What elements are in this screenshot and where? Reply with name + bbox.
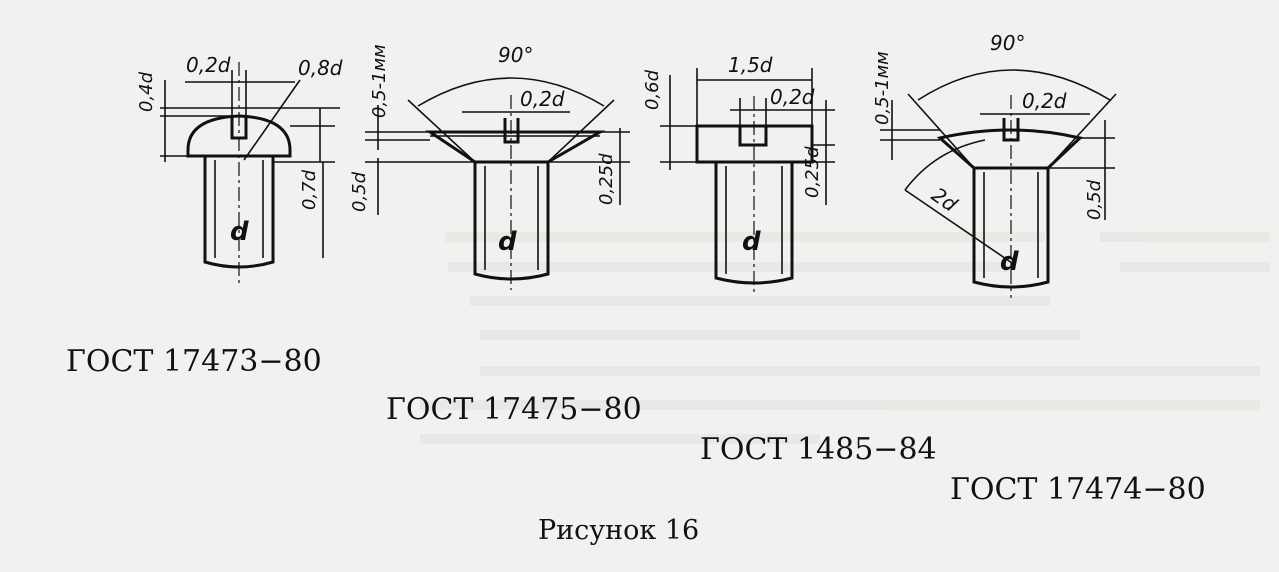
rivet3-dim-slot-depth: 0,25d: [802, 146, 823, 198]
rivet3-dim-slot-width: 0,2d: [770, 85, 815, 109]
bleed-through-texture: [420, 232, 1270, 444]
rivet4-dim-radius: 2d: [927, 182, 962, 216]
rivet2-dim-slot-width: 0,2d: [520, 87, 565, 111]
rivet2-dim-head-depth: 0,5d: [349, 171, 370, 212]
rivet3-dim-head-width: 1,5d: [728, 53, 773, 77]
rivet4-dim-head-gap: 0,5-1мм: [872, 51, 893, 125]
standard-caption-2: ГОСТ 17475−80: [386, 392, 642, 427]
rivet4-dim-angle: 90°: [990, 31, 1025, 55]
standard-caption-3: ГОСТ 1485−84: [700, 432, 937, 467]
rivet2-dim-slot-depth: 0,25d: [596, 153, 617, 205]
rivet-flat-head: 0,6d 1,5d 0,2d 0,25d d: [642, 53, 835, 292]
rivet4-dim-slot-width: 0,2d: [1022, 89, 1067, 113]
standard-caption-1: ГОСТ 17473−80: [66, 344, 322, 379]
rivet1-dim-head-height: 0,4d: [136, 71, 157, 112]
standard-caption-4: ГОСТ 17474−80: [950, 472, 1206, 507]
rivet3-dim-head-height: 0,6d: [642, 69, 663, 110]
rivet1-dim-slot-width: 0,2d: [186, 53, 231, 77]
rivet4-head: [936, 128, 1084, 170]
rivet2-diameter-label: d: [498, 227, 517, 257]
rivet2-dim-head-gap: 0,5-1мм: [369, 44, 390, 118]
rivet1-diameter-label: d: [230, 217, 249, 247]
rivet4-diameter-label: d: [1000, 247, 1019, 277]
rivet-countersunk-head: 0,5-1мм 90° 0,2d 0,5d 0,25d d: [349, 43, 630, 290]
figure-caption: Рисунок 16: [538, 515, 700, 546]
rivet3-diameter-label: d: [742, 227, 761, 257]
rivet1-dim-shank-length: 0,7d: [299, 169, 320, 210]
rivet1-dim-head-radius: 0,8d: [298, 56, 343, 80]
rivet4-shank: [972, 168, 1050, 289]
rivet2-dim-angle: 90°: [498, 43, 533, 67]
rivet-raised-countersunk-head: 0,5-1мм 90° 0,2d 2d 0,5d d: [872, 31, 1117, 298]
rivet4-dim-head-depth: 0,5d: [1084, 179, 1105, 220]
rivet-round-head: 0,4d 0,2d 0,8d 0,7d d: [136, 53, 343, 285]
